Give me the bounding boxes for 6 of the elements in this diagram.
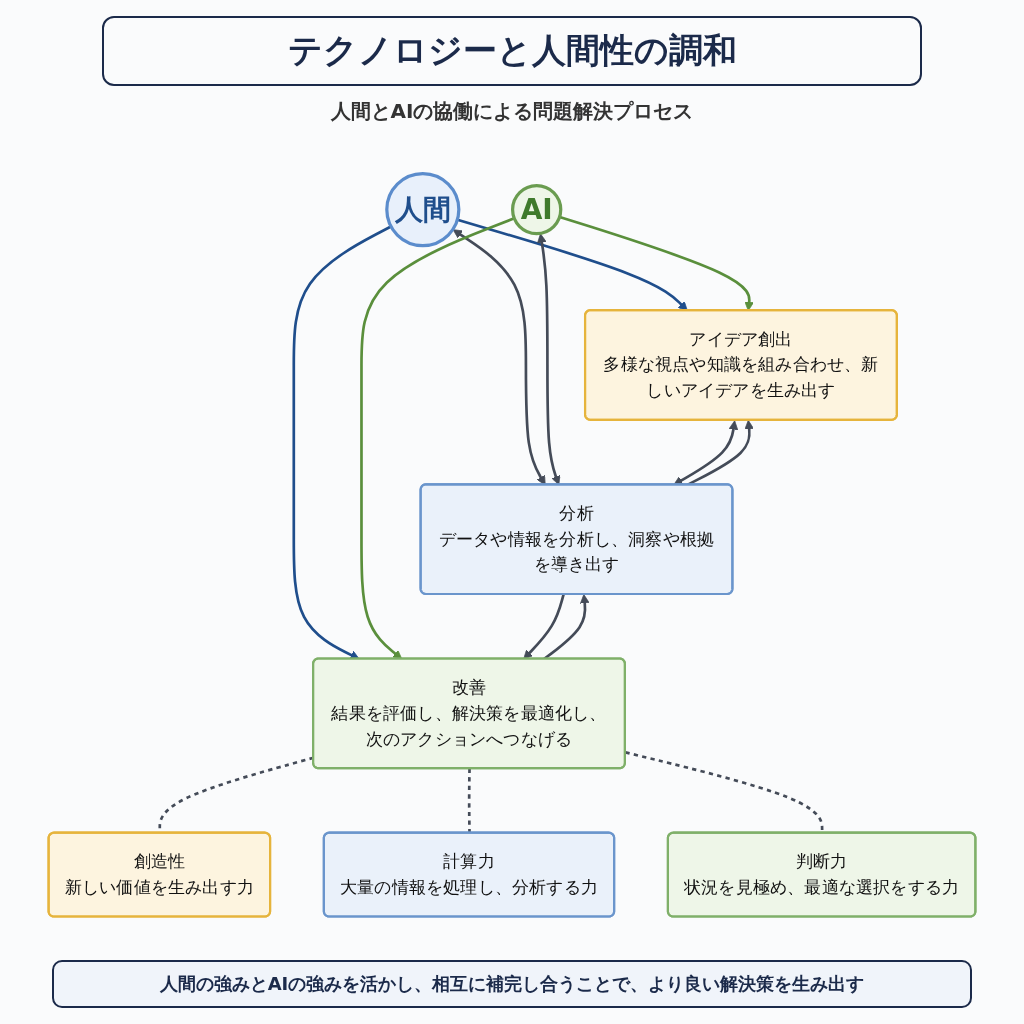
node-circle: AI — [510, 184, 563, 236]
summary-banner: 人間の強みとAIの強みを活かし、相互に補完し合うことで、より良い解決策を生み出す — [52, 960, 972, 1008]
subtitle: 人間とAIの協働による問題解決プロセス — [330, 98, 694, 125]
connector — [467, 769, 471, 834]
node-circle: 人間 — [385, 172, 461, 248]
title-banner: テクノロジーと人間性の調和 — [102, 16, 922, 86]
